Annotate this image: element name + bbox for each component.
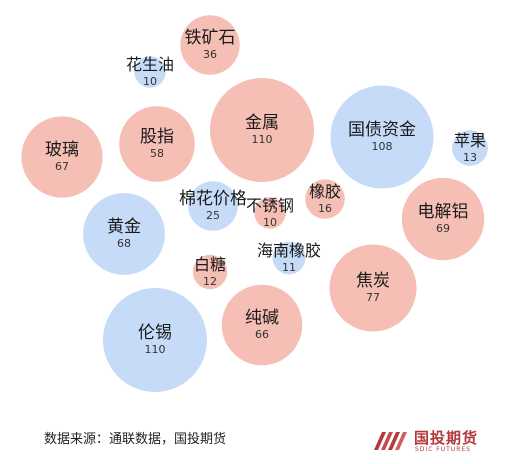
bubble-mark — [83, 193, 165, 275]
bubble-label: 橡胶 — [309, 182, 341, 201]
bubble-value: 58 — [150, 147, 164, 160]
bubble-label: 棉花价格 — [179, 189, 247, 209]
bubble-mark — [192, 254, 228, 290]
bubble-label: 海南橡胶 — [257, 241, 321, 260]
bubble-mark — [401, 177, 485, 261]
bubble-value: 11 — [282, 261, 296, 274]
bubble-mark — [305, 179, 345, 219]
bubble-label: 玻璃 — [45, 140, 79, 160]
bubble-label: 白糖 — [194, 255, 226, 274]
bubble-label: 伦锡 — [138, 323, 172, 343]
bubble-label: 焦炭 — [356, 271, 390, 291]
bubble-label: 铁矿石 — [185, 28, 236, 48]
bubble-mark — [188, 181, 238, 231]
logo-text: 国投期货 — [414, 429, 479, 447]
bubble-mark — [330, 85, 434, 189]
bubble-mark — [21, 116, 103, 198]
bubble-value: 13 — [463, 151, 477, 164]
bubble-mark — [452, 130, 488, 166]
bubble-mark — [103, 288, 207, 392]
bubble-label: 纯碱 — [245, 308, 279, 328]
bubble-value: 36 — [203, 48, 217, 61]
bubble-label: 不锈钢 — [246, 196, 294, 215]
bubble-label: 国债资金 — [348, 120, 416, 140]
bubble-mark — [329, 244, 417, 332]
logo-subtext: SDIC FUTURES — [415, 446, 471, 453]
bubble-value: 77 — [366, 291, 380, 304]
bubble-value: 10 — [143, 75, 157, 88]
bubble-mark — [180, 15, 240, 75]
data-source-note: 数据来源：通联数据，国投期货 — [44, 432, 227, 447]
bubble-label: 黄金 — [107, 217, 141, 237]
bubble-value: 108 — [372, 140, 393, 153]
bubble-value: 16 — [318, 202, 332, 215]
bubble-label: 苹果 — [454, 131, 486, 150]
bubble-mark — [272, 241, 306, 275]
bubble-value: 68 — [117, 237, 131, 250]
bubble-value: 10 — [263, 216, 277, 229]
bubble-value: 66 — [255, 328, 269, 341]
bubble-value: 69 — [436, 222, 450, 235]
bubble-value: 67 — [55, 160, 69, 173]
bubble-mark — [119, 106, 195, 182]
bubble-value: 110 — [252, 133, 273, 146]
bubble-mark — [134, 56, 166, 88]
bubble-value: 110 — [145, 343, 166, 356]
bubble-label: 股指 — [140, 127, 174, 147]
bubble-value: 25 — [206, 209, 220, 222]
logo-mark-icon — [374, 432, 407, 450]
bubble-label: 花生油 — [126, 55, 174, 74]
bubble-label: 金属 — [245, 113, 279, 133]
bubble-label: 电解铝 — [418, 202, 469, 222]
company-logo: 国投期货 SDIC FUTURES — [372, 424, 502, 456]
bubble-mark — [254, 197, 286, 229]
bubble-mark — [221, 284, 303, 366]
bubble-mark — [210, 78, 314, 182]
bubble-value: 12 — [203, 275, 217, 288]
